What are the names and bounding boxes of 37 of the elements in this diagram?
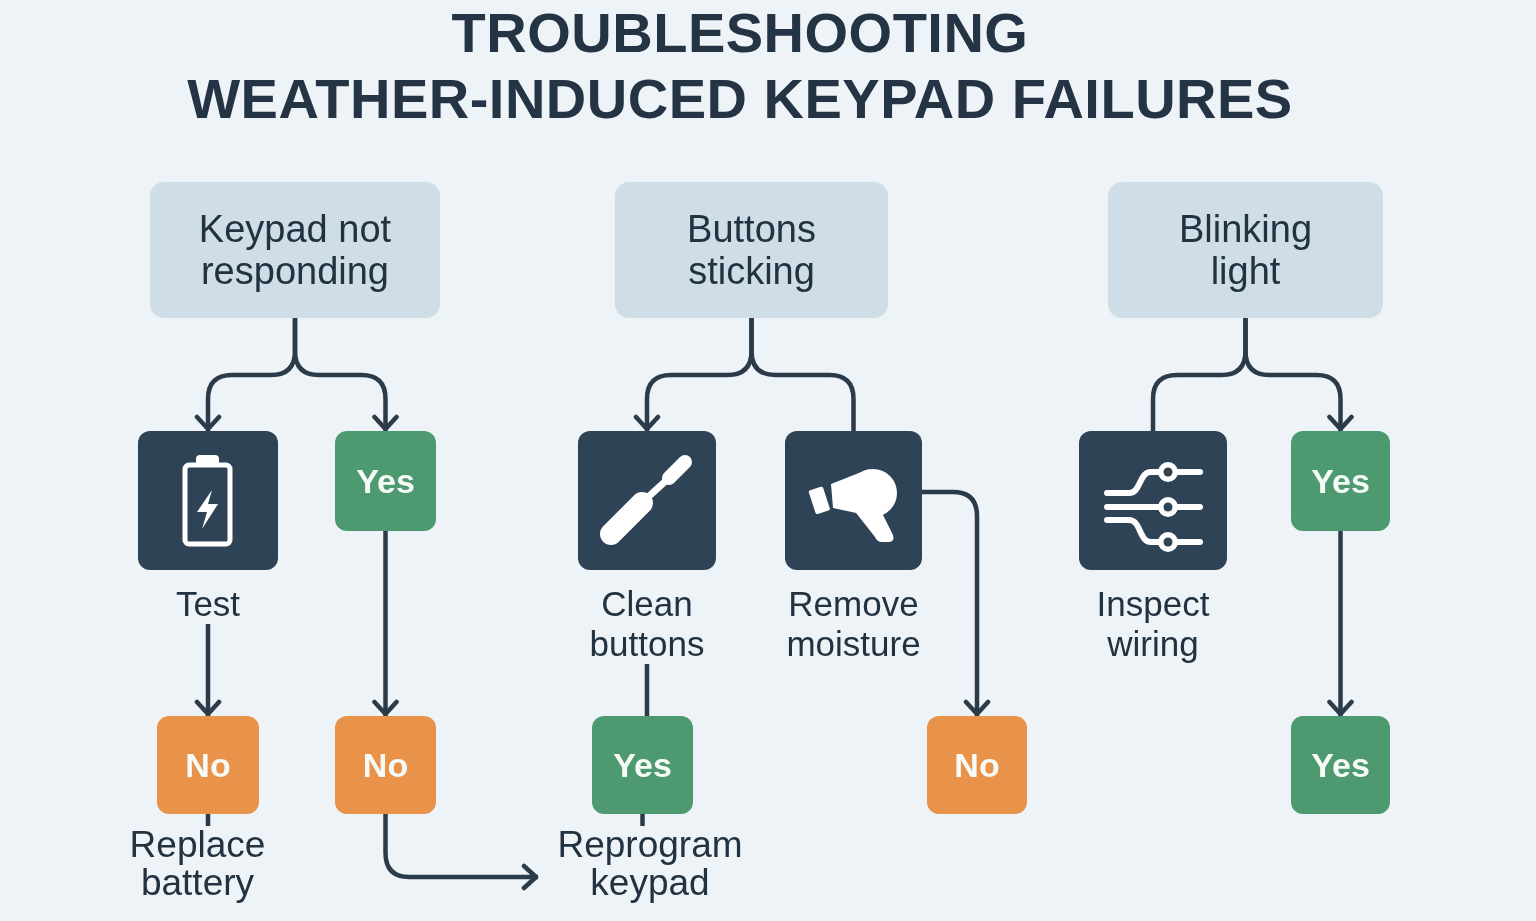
outcome-text: No (185, 745, 231, 785)
problem-text: Blinking light (1177, 208, 1314, 292)
outcome-box (1291, 431, 1390, 531)
title: TROUBLESHOOTING WEATHER-INDUCED KEYPAD FAILURES (186, 0, 1294, 132)
connector-line (749, 318, 856, 431)
connector-line (640, 814, 645, 826)
arrow (922, 489, 991, 717)
arrow (1243, 318, 1354, 432)
outcome-text: Yes (356, 461, 415, 501)
problem-box (615, 182, 888, 318)
outcome-text: Yes (1311, 745, 1370, 785)
step-label: Test (175, 584, 241, 624)
connector-line (644, 664, 650, 716)
outcome-text: No (362, 745, 409, 785)
outcome-box (927, 716, 1027, 814)
problem-box (150, 182, 440, 318)
arrow (383, 814, 539, 891)
problem-text: Keypad not responding (197, 208, 393, 292)
problem-box (1108, 182, 1383, 318)
outcome-box (335, 716, 436, 814)
outcome-text: Yes (1311, 461, 1370, 501)
problem-text: Buttons sticking (686, 208, 817, 292)
arrow (1327, 531, 1354, 717)
step-label: Clean buttons (588, 584, 706, 664)
outcome-box (592, 716, 693, 814)
arrow (292, 318, 399, 432)
step-label: Remove moisture (785, 584, 922, 664)
action-text: Replace battery (128, 826, 267, 902)
outcome-text: Yes (613, 745, 672, 785)
arrow (194, 624, 222, 717)
outcome-box (335, 431, 436, 531)
outcome-box (1291, 716, 1390, 814)
action-text: Reprogram keypad (556, 826, 744, 902)
outcome-box (157, 716, 259, 814)
outcome-text: No (954, 745, 1000, 785)
arrow (372, 531, 399, 717)
step-label: Inspect wiring (1095, 584, 1211, 664)
